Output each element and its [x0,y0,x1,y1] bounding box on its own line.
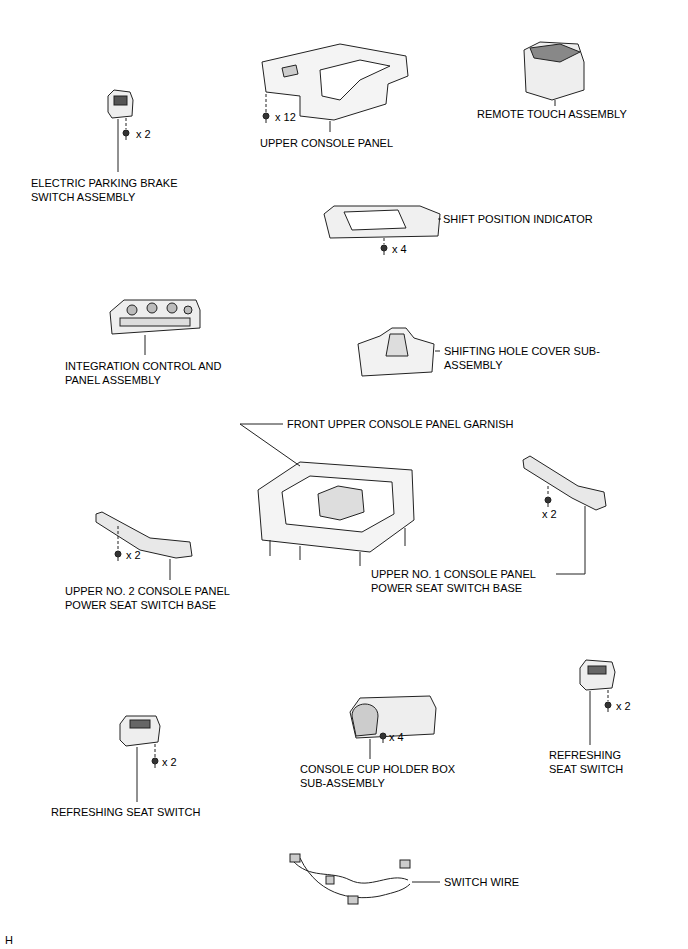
quantity: x 2 [162,755,177,769]
part-name: REMOTE TOUCH ASSEMBLY [477,107,627,121]
part-name: REFRESHING SEAT SWITCH [549,748,644,776]
part-name: CONSOLE CUP HOLDER BOX SUB-ASSEMBLY [300,762,478,790]
part-name: INTEGRATION CONTROL AND PANEL ASSEMBLY [65,359,245,387]
part-name: FRONT UPPER CONSOLE PANEL GARNISH [287,417,514,431]
quantity: x 2 [542,507,557,521]
page-mark: H [5,933,13,947]
quantity: x 2 [136,127,151,141]
part-name: UPPER CONSOLE PANEL [260,136,393,150]
quantity: x 12 [275,110,296,124]
part-name: UPPER NO. 1 CONSOLE PANEL POWER SEAT SWI… [371,567,561,595]
quantity: x 4 [389,730,404,744]
quantity: x 4 [392,242,407,256]
part-name: ELECTRIC PARKING BRAKE SWITCH ASSEMBLY [31,176,201,204]
quantity: x 2 [126,548,141,562]
part-name: SHIFT POSITION INDICATOR [443,212,593,226]
part-name: SHIFTING HOLE COVER SUB-ASSEMBLY [444,344,629,372]
part-name: UPPER NO. 2 CONSOLE PANEL POWER SEAT SWI… [65,584,255,612]
part-name: SWITCH WIRE [444,875,519,889]
part-name: REFRESHING SEAT SWITCH [51,805,200,819]
quantity: x 2 [616,699,631,713]
